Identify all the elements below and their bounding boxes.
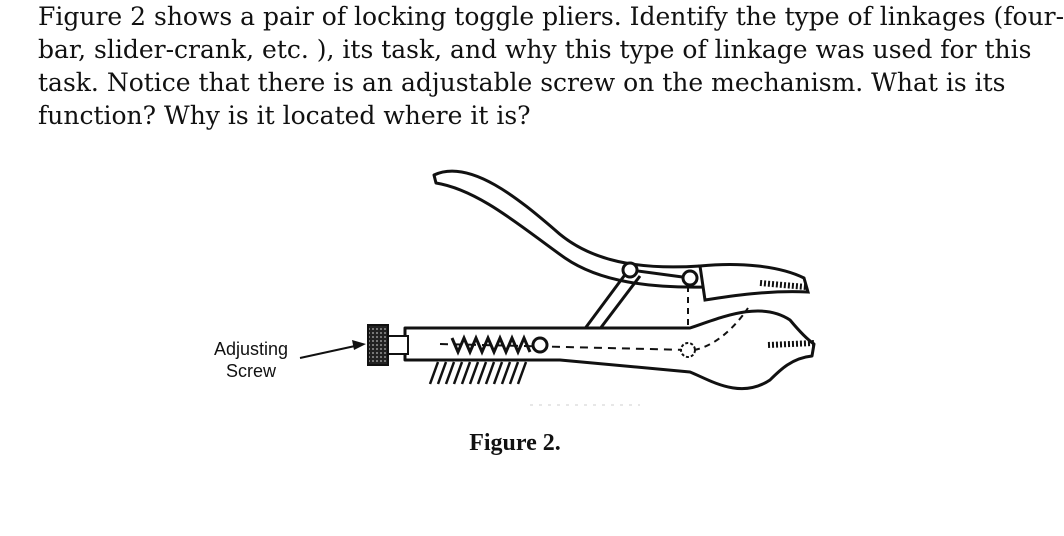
callout-arrow: [299, 345, 356, 359]
pivot-lower: [680, 342, 696, 358]
callout-arrowhead: [352, 340, 366, 350]
screw-threads: [450, 334, 532, 356]
question-line-3: task. Notice that there is an adjustable…: [38, 68, 1006, 97]
page: Figure 2 shows a pair of locking toggle …: [38, 0, 1064, 456]
question-line-4: function? Why is it located where it is?: [38, 101, 531, 130]
lower-body: [403, 309, 816, 391]
adjusting-screw-label-line2: Screw: [225, 361, 276, 381]
toggle-pliers-figure: [299, 169, 816, 406]
figure-caption: Figure 2.: [469, 430, 561, 456]
dashed-slot: [693, 307, 749, 351]
question-text: Figure 2 shows a pair of locking toggle …: [38, 0, 1064, 132]
ground-hatching: [428, 361, 528, 385]
upper-handle: [432, 169, 722, 289]
adjusting-screw-label-line1: Adjusting: [213, 339, 289, 359]
pivot-upper-right: [681, 269, 699, 287]
adjusting-screw-knob: [367, 324, 389, 366]
adjusting-screw-label: Adjusting Screw: [196, 338, 306, 382]
upper-jaw: [698, 263, 811, 302]
question-line-2: bar, slider-crank, etc. ), its task, and…: [38, 35, 1032, 64]
question-line-1: Figure 2 shows a pair of locking toggle …: [38, 2, 1064, 31]
toggle-link-upper: [629, 268, 691, 280]
pivot-upper-left: [621, 261, 639, 279]
adjusting-screw-shaft: [387, 335, 409, 355]
pivot-slider: [531, 336, 549, 354]
